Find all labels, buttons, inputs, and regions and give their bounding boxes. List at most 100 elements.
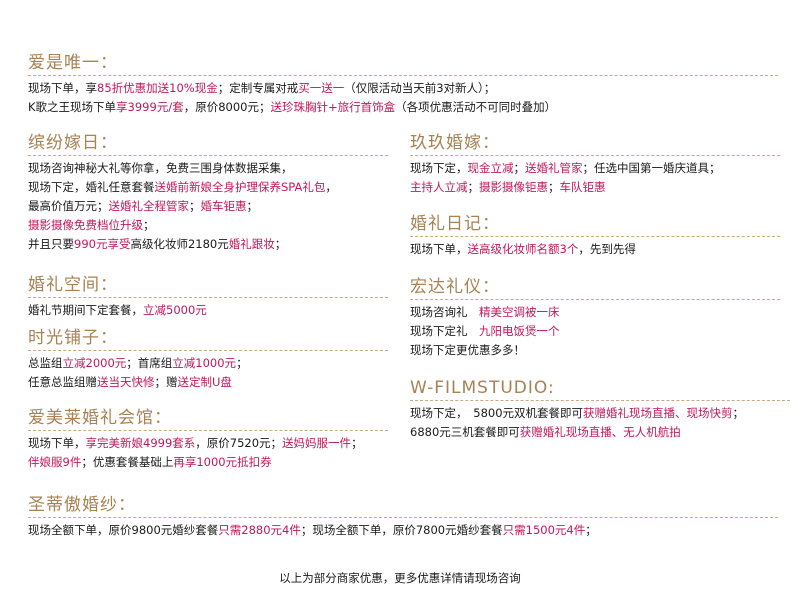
offer-text: ； <box>246 199 259 213</box>
highlight-text: 车队钜惠 <box>559 180 606 194</box>
dashed-divider <box>410 299 780 300</box>
highlight-text: 送婚礼管家 <box>525 161 583 175</box>
offer-text: 最高价值万元； <box>28 199 109 213</box>
offer-text: 现场下定， <box>410 161 468 175</box>
highlight-text: 摄影摄像免费档位升级 <box>28 218 143 232</box>
offer-text: 现场下单， <box>28 436 86 450</box>
offer-text: ；首席组 <box>126 356 173 370</box>
highlight-text: 送定制U盘 <box>177 375 232 389</box>
offer-line: 现场下单，送高级化妆师名额3个，先到先得 <box>410 240 780 259</box>
dashed-divider <box>410 236 780 237</box>
offer-text: ，先到先得 <box>578 242 636 256</box>
highlight-text: 获赠婚礼现场直播、无人机航拍 <box>519 425 681 439</box>
offer-line: 主持人立减；摄影摄像钜惠；车队钜惠 <box>410 178 780 197</box>
offer-text: 任意总监组赠 <box>28 375 97 389</box>
highlight-text: 立减2000元 <box>62 356 127 370</box>
offer-text: ；赠 <box>154 375 178 389</box>
highlight-text: 送当天快修 <box>97 375 155 389</box>
offer-line: 现场咨询神秘大礼等你拿，免费三围身体数据采集， <box>28 159 388 178</box>
offer-text: 并且只要 <box>28 237 74 251</box>
highlight-text: 85折优惠 <box>97 81 147 95</box>
highlight-text: 伴娘服9件 <box>28 455 82 469</box>
highlight-text: 摄影摄像钜惠 <box>479 180 548 194</box>
offer-text: ，原价7520元； <box>195 436 283 450</box>
section-aishiweiyi: 爱是唯一： 现场下单，享85折优惠加送10%现金；定制专属对戒买一送一（仅限活动… <box>28 52 778 117</box>
section-jiujiu: 玖玖婚嫁： 现场下定，现金立减；送婚礼管家；任选中国第一婚庆道具；主持人立减；摄… <box>410 132 780 197</box>
offer-text: （各项优惠活动不可同时叠加） <box>395 100 557 114</box>
dashed-divider <box>28 430 388 431</box>
highlight-text: 加送10%现金 <box>146 81 218 95</box>
highlight-text: 再享1000元抵扣券 <box>173 455 272 469</box>
offer-line: 现场下单，享完美新娘4999套系，原价7520元；送妈妈服一件； <box>28 434 388 453</box>
highlight-text: 九阳电饭煲一个 <box>479 324 560 338</box>
offer-line: 现场下定，婚礼任意套餐送婚前新娘全身护理保养SPA礼包， <box>28 178 388 197</box>
highlight-text: 送高级化妆师名额3个 <box>467 242 579 256</box>
highlight-text: 保养SPA礼包 <box>258 180 326 194</box>
offer-line: 最高价值万元；送婚礼全程管家；婚车钜惠； <box>28 197 388 216</box>
section-kongjian: 婚礼空间： 婚礼节期间下定套餐，立减5000元 <box>28 274 388 320</box>
section-title: 婚礼空间： <box>28 275 118 295</box>
offer-text: ； <box>467 180 480 194</box>
offer-line: 伴娘服9件；优惠套餐基础上再享1000元抵扣券 <box>28 453 388 472</box>
dashed-divider <box>28 350 388 351</box>
offer-text: ； <box>189 199 201 213</box>
highlight-text: 只需2880元4件 <box>218 523 301 537</box>
highlight-text: 现金立减 <box>467 161 514 175</box>
footer-note: 以上为部分商家优惠，更多优惠详情请现场咨询 <box>279 571 521 585</box>
section-title: 缤纷嫁日： <box>28 133 118 153</box>
section-title: 圣蒂傲婚纱： <box>28 495 136 515</box>
offer-line: 婚礼节期间下定套餐，立减5000元 <box>28 301 388 320</box>
offer-line: 任意总监组赠送当天快修；赠送定制U盘 <box>28 373 388 392</box>
offer-text: （仅限活动当天前3对新人）； <box>344 81 496 95</box>
offer-text: ，原价8000元； <box>183 100 271 114</box>
offer-text: ； <box>274 237 287 251</box>
highlight-text: 只需1500元4件 <box>502 523 586 537</box>
highlight-text: 990元享受 <box>74 237 131 251</box>
section-title: 爱美莱婚礼会馆： <box>28 408 172 428</box>
dashed-divider <box>28 297 388 298</box>
highlight-text: 婚礼跟妆 <box>228 237 275 251</box>
offer-line: 现场下单，享85折优惠加送10%现金；定制专属对戒买一送一（仅限活动当天前3对新… <box>28 79 778 98</box>
section-shengdi: 圣蒂傲婚纱： 现场全额下单，原价9800元婚纱套餐只需2880元4件；现场全额下… <box>28 494 778 540</box>
offer-text: 现场下定礼 <box>410 324 479 338</box>
offer-text: ； <box>513 161 526 175</box>
section-title: 玖玖婚嫁： <box>410 133 500 153</box>
highlight-text: 主持人立减 <box>410 180 468 194</box>
offer-text: 6880元三机套餐即可 <box>410 425 520 439</box>
section-shiguang: 时光铺子： 总监组立减2000元；首席组立减1000元；任意总监组赠送当天快修；… <box>28 327 388 392</box>
highlight-text: 买一送一 <box>298 81 345 95</box>
offer-text: ； <box>236 356 248 370</box>
highlight-text: 享3999元/套 <box>116 100 184 114</box>
offer-text: ；任选中国第一婚庆道具； <box>582 161 721 175</box>
offer-text: 现场咨询礼 <box>410 305 479 319</box>
highlight-text: 送妈妈服一件 <box>282 436 352 450</box>
section-riji: 婚礼日记： 现场下单，送高级化妆师名额3个，先到先得 <box>410 213 780 259</box>
offer-text: 现场下定， 5800元双机套餐即可 <box>410 406 584 420</box>
offer-text: ；优惠套餐基础上 <box>81 455 174 469</box>
offer-text: ； <box>351 436 363 450</box>
highlight-text: 立减5000元 <box>143 303 207 317</box>
dashed-divider <box>28 155 388 156</box>
highlight-text: 获赠婚礼现场直播、现场快剪 <box>583 406 733 420</box>
offer-line: 6880元三机套餐即可获赠婚礼现场直播、无人机航拍 <box>410 423 790 442</box>
offer-text: ；现场全额下单，原价7800元婚纱套餐 <box>300 523 503 537</box>
section-title: 宏达礼仪： <box>410 277 500 297</box>
offer-text: 高级化妆师2180元 <box>130 237 229 251</box>
offer-line: 现场下定更优惠多多！ <box>410 341 780 360</box>
offer-line: 现场下定，现金立减；送婚礼管家；任选中国第一婚庆道具； <box>410 159 780 178</box>
offer-text: 现场咨询神秘大礼等你拿，免费三围身体数据采集， <box>28 161 293 175</box>
offer-line: 摄影摄像免费档位升级； <box>28 216 388 235</box>
offer-line: 现场下定礼 九阳电饭煲一个 <box>410 322 780 341</box>
highlight-text: 送珍珠胸针+旅行首饰盒 <box>270 100 396 114</box>
dashed-divider <box>410 400 790 401</box>
offer-text: 现场下单， <box>410 242 468 256</box>
offer-text: ； <box>143 218 155 232</box>
offer-text: ；定制专属对戒 <box>217 81 299 95</box>
highlight-text: 送婚礼全程管家 <box>108 199 190 213</box>
section-binfen: 缤纷嫁日： 现场咨询神秘大礼等你拿，免费三围身体数据采集， 现场下定，婚礼任意套餐… <box>28 132 388 254</box>
highlight-text: 精美空调被一床 <box>479 305 560 319</box>
section-hongda: 宏达礼仪： 现场咨询礼 精美空调被一床现场下定礼 九阳电饭煲一个现场下定更优惠多… <box>410 276 780 360</box>
highlight-text: 立减1000元 <box>172 356 237 370</box>
offer-text: 现场下定更优惠多多！ <box>410 343 525 357</box>
offer-line: K歌之王现场下单享3999元/套，原价8000元；送珍珠胸针+旅行首饰盒（各项优… <box>28 98 778 117</box>
